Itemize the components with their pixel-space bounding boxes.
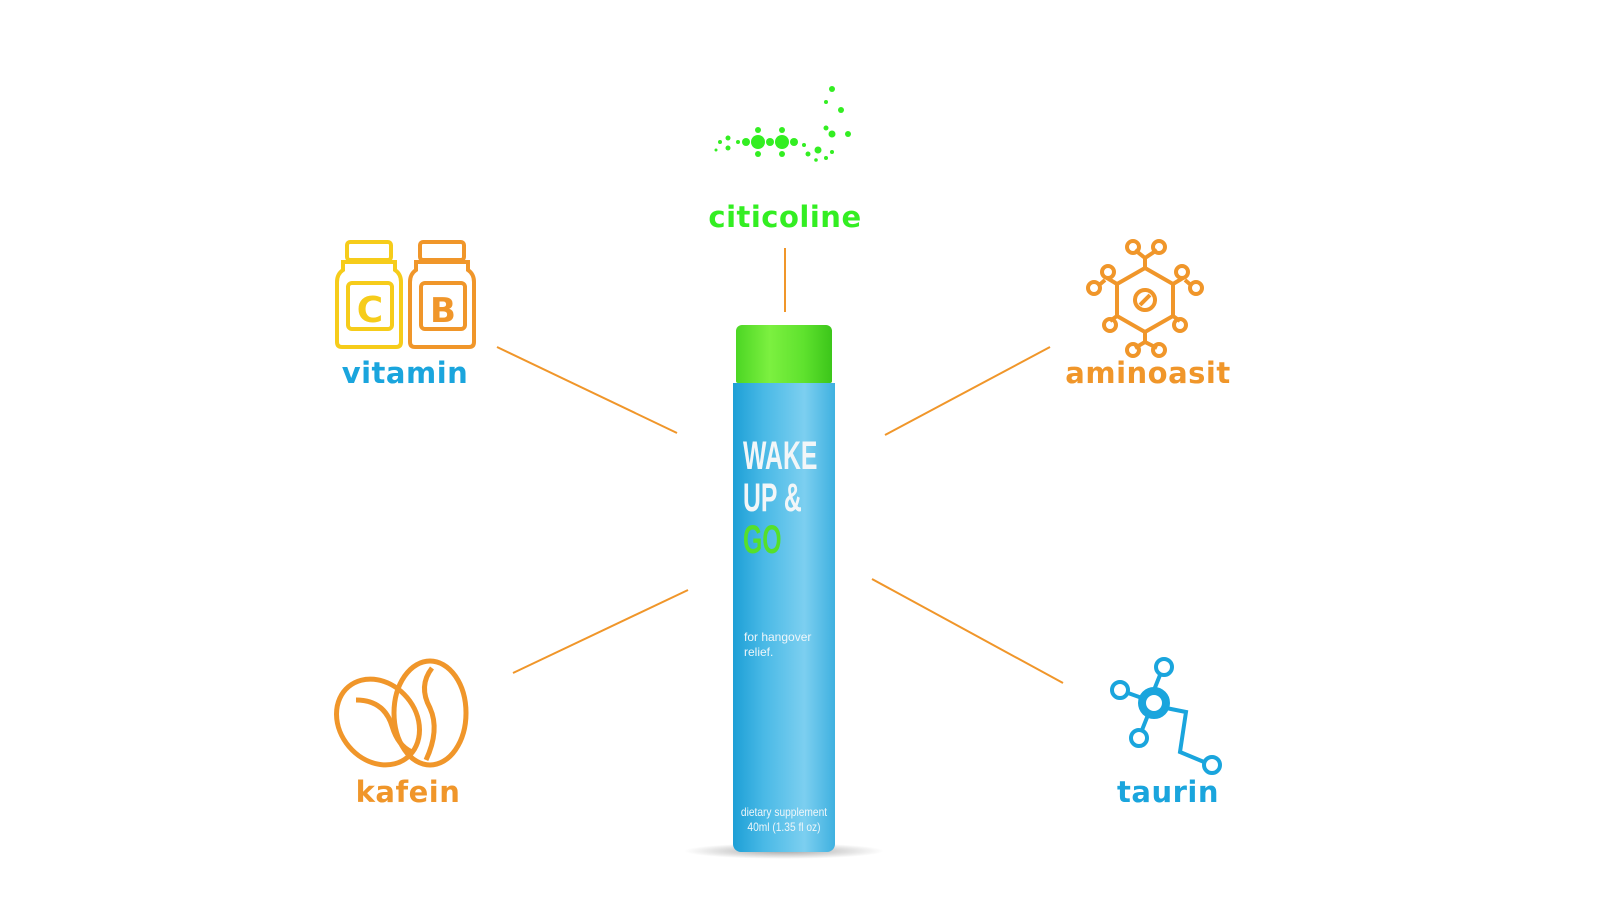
connector-kafein xyxy=(512,589,689,674)
citicoline-molecule-icon xyxy=(714,86,851,162)
bottle-tagline: for hangover relief. xyxy=(744,630,824,660)
coffee-beans-icon xyxy=(334,658,469,768)
bottle-cap xyxy=(736,325,832,383)
label-vitamin: vitamin xyxy=(341,356,469,390)
footer-line-1: dietary supplement xyxy=(740,805,828,819)
connector-vitamin xyxy=(496,346,678,434)
bottle-footer: dietary supplement 40ml (1.35 fl oz) xyxy=(741,805,828,835)
vitamin-bottles-icon: C B xyxy=(335,240,476,349)
tagline-line-1: for hangover xyxy=(744,630,812,644)
label-kafein: kafein xyxy=(355,775,461,809)
brand-line-2: UP & xyxy=(743,476,802,520)
vitamin-c-letter: C xyxy=(357,290,383,331)
brand-line-1: WAKE xyxy=(743,434,818,478)
label-taurin: taurin xyxy=(1117,775,1219,809)
label-aminoasit: aminoasit xyxy=(1065,356,1231,390)
tagline-line-2: relief. xyxy=(744,645,774,659)
brand-name: WAKE UP & GO xyxy=(743,435,817,561)
amino-acid-molecule-icon xyxy=(1086,239,1204,358)
footer-line-2: 40ml (1.35 fl oz) xyxy=(747,820,821,834)
product-bottle: WAKE UP & GO for hangover relief. dietar… xyxy=(683,325,885,859)
connector-aminoasit xyxy=(884,346,1051,436)
vitamin-b-letter: B xyxy=(430,291,456,331)
connector-lines xyxy=(496,248,1064,684)
connector-taurin xyxy=(871,578,1064,684)
label-citicoline: citicoline xyxy=(708,200,862,234)
brand-line-3: GO xyxy=(743,518,782,562)
bottle-body: WAKE UP & GO for hangover relief. dietar… xyxy=(733,383,835,852)
taurine-molecule-icon xyxy=(1110,657,1222,775)
